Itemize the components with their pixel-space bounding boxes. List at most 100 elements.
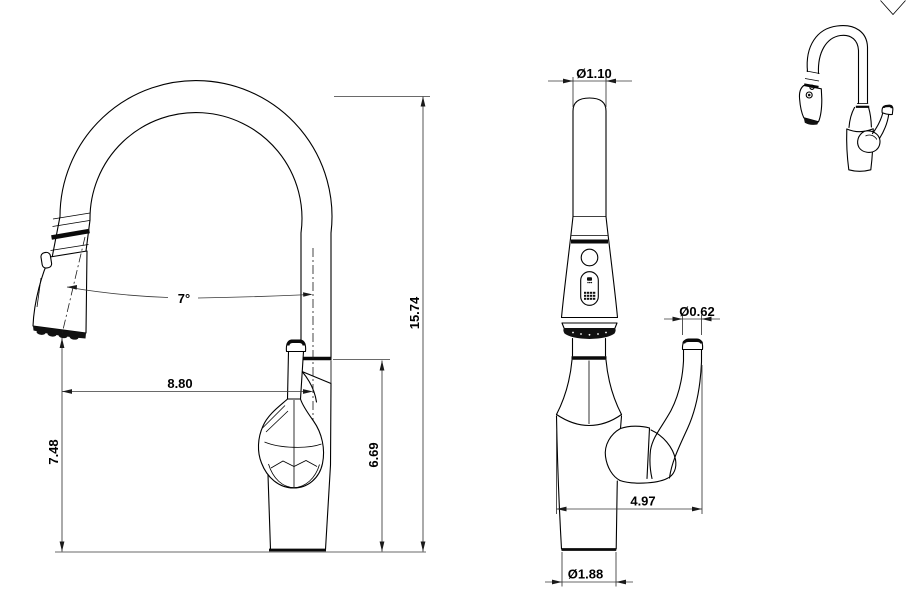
lever-dia-ext-lines — [682, 315, 702, 335]
front-view-dimensions: Ø1.10 Ø0.62 4.97 Ø1.88 — [545, 66, 720, 587]
persp-wand-band — [804, 70, 820, 82]
spout-dia-arrow-right — [606, 78, 616, 84]
lever-dia-arrow-right — [701, 316, 712, 322]
spray-mode-button — [580, 271, 599, 306]
angle-leader-right — [197, 294, 312, 299]
hub-seam — [646, 427, 651, 480]
teardrop-chord — [264, 441, 322, 448]
lever-arm-right-edge — [668, 361, 703, 479]
persp-handle-hub — [857, 130, 881, 153]
spout-outer-curve — [51, 79, 333, 359]
spray-mode-icon — [587, 277, 592, 281]
lever-diameter-label: Ø0.62 — [679, 304, 714, 319]
neck-edges — [571, 337, 607, 357]
spray-head-left-edge — [560, 215, 574, 319]
reach-label: 8.80 — [167, 376, 192, 391]
spray-head — [32, 250, 88, 334]
spray-head-round-button — [580, 248, 599, 267]
angle-arrow-right — [303, 292, 313, 297]
hub-bottom-edge — [619, 477, 668, 484]
body-shoulder — [301, 370, 332, 385]
depth-label: 4.97 — [630, 494, 655, 509]
perspective-view — [798, 25, 894, 172]
collar-curve — [555, 413, 623, 427]
persp-spray-face — [803, 117, 819, 125]
body-right-edge-lower — [615, 480, 618, 550]
lever-arm-left-edge — [649, 360, 685, 480]
angle-arrow-left — [67, 285, 77, 290]
spray-face-dot — [580, 333, 582, 335]
spray-face-dot — [605, 331, 607, 334]
spray-angle-label: 7° — [178, 291, 190, 306]
spray-head-right-edge — [605, 215, 619, 319]
spray-height-arrow-bottom — [59, 541, 65, 552]
lever-dia-arrow-left — [672, 316, 683, 322]
spray-head-strip — [36, 277, 42, 308]
spout-dia-ext-lines — [572, 77, 607, 107]
spray-mode-icon-dot — [587, 281, 589, 284]
angle-leader-left — [66, 286, 169, 298]
overall-height-arrow-bottom — [420, 541, 426, 552]
wand-band-line — [50, 244, 89, 251]
persp-lever-arm — [871, 112, 890, 140]
spout-tube — [572, 97, 607, 218]
side-view: 7° 8.80 7.48 6.69 15.74 — [32, 79, 430, 553]
wand-band-line — [52, 220, 90, 227]
nozzle-bump — [47, 331, 57, 337]
base-diameter-label: Ø1.88 — [568, 567, 603, 582]
handle-height-arrow-top — [379, 360, 385, 371]
teardrop-flap-line — [265, 410, 289, 433]
persp-spout-outer — [806, 25, 869, 104]
spray-height-label: 7.48 — [46, 439, 61, 464]
hub-inner-bulb — [650, 429, 677, 480]
hub-left-lobe — [604, 427, 622, 482]
spray-mode-grid — [584, 291, 596, 300]
nozzle-bump — [36, 330, 46, 335]
depth-arrow-right — [692, 506, 702, 512]
persp-spray-head — [798, 84, 823, 123]
body-right-edge — [324, 383, 332, 551]
wand-dark-band — [51, 228, 90, 240]
persp-head-button-small — [809, 84, 815, 90]
spout-dia-arrow-left — [563, 78, 573, 84]
persp-collar — [846, 128, 874, 133]
persp-hub-detail — [865, 134, 878, 140]
spray-face-dot — [572, 331, 574, 334]
flare-right — [605, 359, 623, 416]
body-right-edge-upper — [619, 415, 623, 430]
spray-mode-icon-dot — [589, 281, 591, 284]
hub-top-edge — [619, 425, 651, 430]
spray-face — [563, 328, 616, 339]
spray-face-dot — [597, 333, 599, 335]
spout-diameter-label: Ø1.10 — [576, 66, 611, 81]
handle-height-arrow-bottom — [379, 541, 385, 552]
nozzle-bump — [69, 334, 79, 340]
side-view-dimensions: 7° 8.80 7.48 6.69 15.74 — [46, 96, 430, 553]
front-view: Ø1.10 Ø0.62 4.97 Ø1.88 — [545, 66, 720, 587]
spray-head-button — [40, 251, 53, 269]
lever-rod-edges — [682, 348, 703, 363]
corner-v-mark — [880, 0, 906, 16]
base-dia-arrow-right — [616, 579, 626, 585]
body-front-curve — [301, 371, 318, 403]
body-left-edge — [555, 415, 563, 550]
depth-arrow-left — [556, 506, 567, 512]
reach-arrow-right — [303, 389, 313, 394]
spray-mode-icon-dot — [590, 281, 593, 284]
depth-ext-lines — [556, 365, 703, 514]
persp-head-button-large-dot — [807, 93, 811, 97]
persp-head-button-large — [805, 91, 813, 99]
persp-head-button-small-dot — [811, 86, 813, 89]
teardrop-inner-rim — [268, 463, 320, 488]
nozzle-bump — [58, 333, 68, 339]
handle-height-label: 6.69 — [366, 442, 381, 467]
spout-inner-curve — [85, 112, 303, 359]
spray-height-arrow-top — [59, 338, 65, 348]
flare-left — [555, 359, 573, 416]
reach-arrow-left — [62, 389, 72, 394]
front-view-faucet — [555, 97, 704, 551]
spray-head-rim — [560, 316, 619, 329]
persp-spout-inner — [817, 34, 860, 105]
